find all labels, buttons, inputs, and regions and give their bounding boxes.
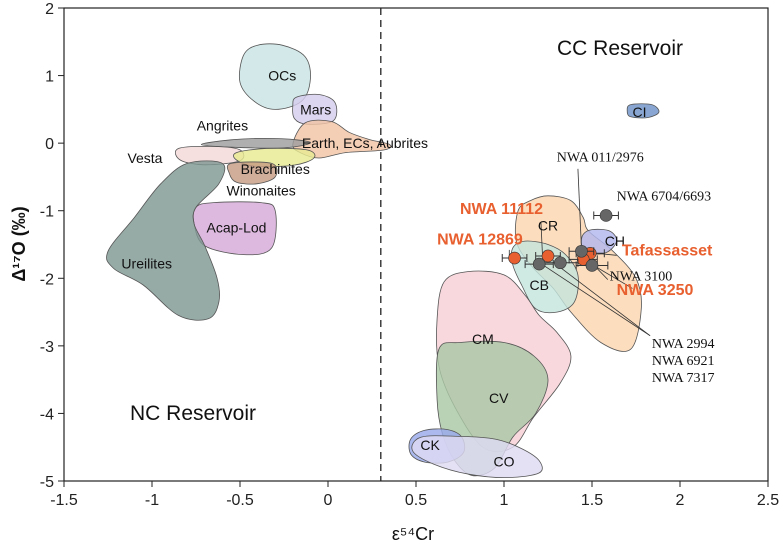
leader-line-7 — [556, 264, 651, 337]
point-nwa-12869 — [508, 251, 521, 265]
region-label-co: CO — [494, 453, 515, 469]
x-tick-label: 2.5 — [757, 492, 779, 509]
region-label-mars: Mars — [300, 101, 331, 117]
x-tick-label: 0 — [324, 492, 333, 509]
nc-reservoir-label: NC Reservoir — [130, 402, 256, 425]
y-tick-label: 1 — [45, 69, 54, 86]
region-label-ch: CH — [605, 233, 625, 249]
sample-label-line: NWA 11112 — [460, 201, 543, 218]
region-co — [411, 435, 543, 479]
point-nwa-11112 — [541, 249, 555, 263]
region-ureilites — [106, 160, 226, 321]
region-mars — [292, 93, 338, 125]
sample-label-nwa-12869: NWA 12869 — [437, 232, 523, 249]
point-nwa-2994-nwa-6921-nwa-7317-1 — [554, 256, 567, 270]
y-tick-label: 0 — [45, 136, 54, 153]
point-nwa-2994-nwa-6921-nwa-7317-2 — [532, 257, 546, 271]
leader-line-6 — [595, 266, 609, 280]
sample-label-nwa-11112: NWA 11112 — [460, 201, 543, 218]
x-tick-label: 0.5 — [405, 492, 427, 509]
y-axis-title: Δ¹⁷O (‰) — [9, 206, 29, 281]
region-label-ureilites: Ureilites — [121, 255, 172, 271]
y-tick-label: 2 — [45, 1, 54, 18]
region-label-cr: CR — [538, 218, 558, 234]
point-nwa-3100 — [585, 259, 599, 272]
y-tick-label: -2 — [40, 271, 54, 288]
region-label-acap-lod: Acap-Lod — [207, 220, 267, 236]
x-tick-label: 1.5 — [581, 492, 603, 509]
region-label-ci: CI — [633, 104, 647, 120]
y-tick-label: -3 — [40, 339, 54, 356]
y-tick-label: -5 — [40, 474, 54, 491]
point-nwa-6704-6693 — [599, 209, 613, 222]
region-angrites — [200, 137, 312, 149]
leader-line-5 — [577, 168, 582, 248]
region-label-cm: CM — [472, 331, 494, 347]
sample-label-nwa-011-2976: NWA 011/2976 — [557, 150, 644, 165]
sample-label-line: NWA 7317 — [652, 371, 715, 386]
sample-label-nwa-6704-6693: NWA 6704/6693 — [617, 190, 712, 205]
y-tick-label: -1 — [40, 204, 54, 221]
regions-layer — [106, 43, 660, 479]
region-label-ck: CK — [420, 437, 440, 453]
sample-label-line: NWA 011/2976 — [557, 150, 644, 165]
cc-reservoir-label: CC Reservoir — [557, 37, 683, 60]
x-tick-label: -0.5 — [226, 492, 254, 509]
region-label-cb: CB — [529, 277, 548, 293]
x-tick-label: -1.5 — [50, 492, 78, 509]
x-axis-title: ε⁵⁴Cr — [392, 524, 434, 544]
leader-line-8 — [542, 264, 651, 337]
region-label-ocs: OCs — [268, 68, 296, 84]
sample-label-line: Tafassasset — [622, 242, 713, 259]
region-label-cv: CV — [489, 390, 509, 406]
region-label-vesta: Vesta — [127, 150, 162, 166]
sample-label-nwa-3100: NWA 3100 — [610, 269, 673, 284]
sample-label-line: NWA 3100 — [610, 269, 673, 284]
axes-layer: -1.5 -1 -0.5 0 0.5 1 1.5 2 2.5 -5 -4 -3 -2 -1 0 1 2 — [40, 1, 779, 509]
region-label-brachinites: Brachinites — [241, 161, 310, 177]
region-label-angrites: Angrites — [197, 118, 248, 134]
sample-label-line: NWA 12869 — [437, 232, 523, 249]
region-ci — [626, 103, 660, 119]
sample-label-tafassasset: Tafassasset — [622, 242, 713, 259]
region-label-winonaites: Winonaites — [226, 182, 295, 198]
sample-label-line: NWA 6921 — [652, 354, 715, 369]
data-points-layer — [501, 209, 619, 272]
x-tick-label: 1 — [500, 492, 509, 509]
sample-label-line: NWA 6704/6693 — [617, 190, 712, 205]
x-tick-label: 2 — [676, 492, 685, 509]
sample-label-nwa-3250: NWA 3250 — [617, 282, 694, 299]
region-winonaites — [226, 161, 278, 185]
sample-label-line: NWA 2994 — [652, 337, 715, 352]
y-tick-label: -4 — [40, 406, 54, 423]
x-tick-label: -1 — [145, 492, 159, 509]
region-label-earth-ecs-aubrites: Earth, ECs, Aubrites — [302, 135, 428, 151]
sample-label-line: NWA 3250 — [617, 282, 694, 299]
point-nwa-011-2976 — [575, 244, 588, 258]
region-ocs — [238, 43, 311, 110]
